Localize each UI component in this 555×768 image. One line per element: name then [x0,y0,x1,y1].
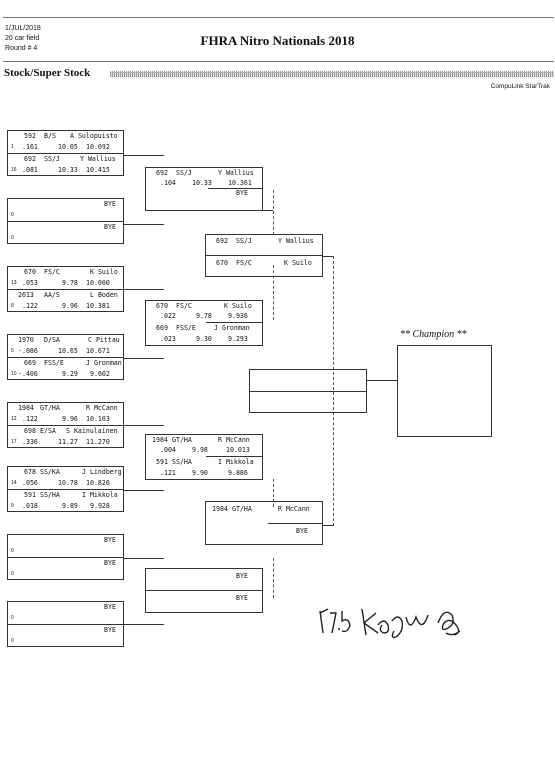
header-rule-top [3,17,554,18]
champion-label: ** Champion ** [400,329,467,340]
title-dither-bar [110,71,554,77]
r1-match-8: BYE 0 BYE 0 [7,601,124,647]
race-date: 1/JUL/2018 [5,25,41,32]
r1-match-7: BYE 0 BYE 0 [7,534,124,580]
handwritten-signature [318,603,468,643]
field-size: 20 car field [5,35,40,42]
champion-box [397,345,492,437]
brand-label: CompuLink StarTrak [490,83,550,90]
header-rule-bottom [3,61,554,62]
final-match [249,369,367,413]
class-title: Stock/Super Stock [4,67,91,79]
event-title: FHRA Nitro Nationals 2018 [200,33,355,48]
round-number: Round # 4 [5,45,38,52]
r2-match-4: BYE BYE [145,568,263,613]
signature-scribble [319,608,461,639]
r1-match-2: BYE 0 BYE 0 [7,198,124,244]
